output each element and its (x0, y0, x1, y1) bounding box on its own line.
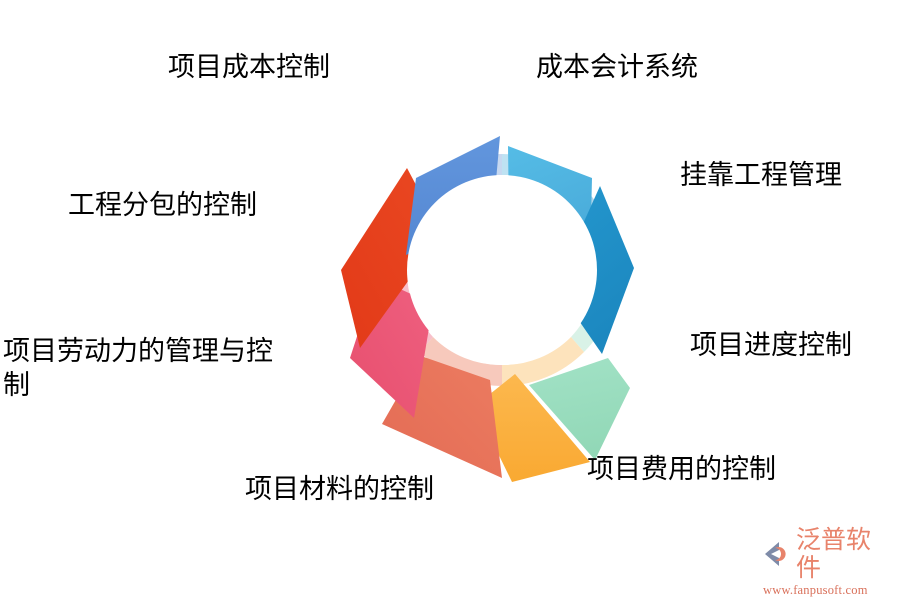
label-project-material-control: 项目材料的控制 (245, 474, 434, 504)
label-affiliated-engineering-management: 挂靠工程管理 (680, 160, 842, 190)
label-project-labor-management-control: 项目劳动力的管理与控 制 (3, 336, 273, 400)
fanpu-logo-icon (765, 542, 786, 566)
logo-brand-text: 泛普软件 (796, 526, 872, 582)
label-project-expense-control: 项目费用的控制 (587, 454, 776, 484)
ring-center-disc (407, 175, 597, 365)
inner-arc-material (420, 337, 502, 386)
ring-svg (341, 136, 634, 482)
watermark-logo: 泛普软件 www.fanpusoft.com (762, 526, 894, 597)
segment-expense[interactable] (475, 374, 590, 482)
label-project-cost-control: 项目成本控制 (168, 52, 330, 82)
label-project-schedule-control: 项目进度控制 (690, 330, 852, 360)
logo-row: 泛普软件 (762, 526, 894, 582)
segment-schedule[interactable] (529, 358, 630, 460)
segmented-ring-wheel (290, 58, 714, 482)
logo-url-text: www.fanpusoft.com (763, 583, 868, 597)
label-cost-accounting-system: 成本会计系统 (536, 52, 698, 82)
label-subcontract-control: 工程分包的控制 (68, 190, 257, 220)
inner-arc-expense (502, 337, 584, 386)
